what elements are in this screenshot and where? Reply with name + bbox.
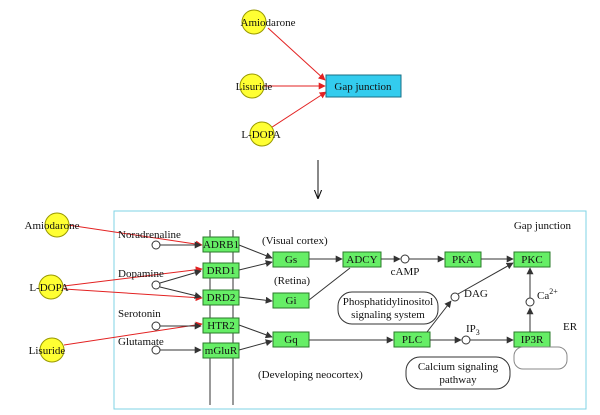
gene-label-plc: PLC [402,334,422,346]
ligand-label-serotonin: Serotonin [118,308,161,320]
edge-ldopa-gap-junction [262,91,327,134]
top-drug-node-ldopa [249,121,275,147]
compound-node-calcium [525,297,535,307]
pathway-panel [113,210,587,410]
gene-node-mglur [202,342,240,359]
compound-label-dag: DAG [464,288,488,300]
compound-label-ca-sup: 2+ [549,287,558,296]
ligand-node-glutamate [151,345,161,355]
ligand-label-glutamate: Glutamate [118,336,164,348]
phosphatidylinositol-label-line2: signaling system [351,309,425,321]
gap-junction-label: Gap junction [334,81,392,93]
ligand-label-noradrenaline: Noradrenaline [118,229,181,241]
gene-node-pkc [513,251,551,268]
drug-label-ldopa: L-DOPA [29,282,68,294]
edge-plc-dag [426,300,452,333]
gene-label-drd1: DRD1 [207,265,236,277]
gene-label-ip3r: IP3R [521,334,544,346]
ligands: Noradrenaline Dopamine Serotonin Glutama… [118,229,202,355]
gene-label-pka: PKA [452,254,474,266]
gene-label-mglur: mGluR [205,345,238,357]
ligand-node-dopamine [151,280,161,290]
edge-mglur-gq [238,339,273,351]
region-label-developing-neocortex: (Developing neocortex) [258,369,363,381]
calcium-signaling-box [405,356,511,390]
er-label: ER [563,321,578,333]
edge-drd1-gs [238,260,273,271]
drug-receptor-edges [63,224,203,346]
edge-ldopa-drd2 [63,288,203,302]
gene-label-htr2: HTR2 [207,320,235,332]
phosphatidylinositol-label-line1: Phosphatidylinositol [343,296,433,308]
drug-node-ldopa [38,274,64,300]
edge-adrb1-gs [238,244,273,259]
gene-label-adcy: ADCY [346,254,377,266]
compound-label-calcium: Ca2+ [537,287,558,302]
edge-dopamine-drd2 [159,286,202,299]
top-drug-node-lisuride [239,73,265,99]
gene-label-gi: Gi [286,295,297,307]
drug-node-amiodarone [44,212,70,238]
drug-node-lisuride [39,337,65,363]
gene-node-adrb1 [202,236,240,253]
edge-dag-pkc [457,262,514,295]
compound-label-ca-base: Ca [537,290,549,302]
ligand-node-serotonin [151,321,161,331]
calcium-signaling-label-line1: Calcium signaling [418,361,499,373]
gene-label-drd2: DRD2 [207,292,236,304]
gene-label-pkc: PKC [521,254,542,266]
edge-amiodarone-gap-junction [267,27,326,81]
edge-htr2-gq [238,324,273,339]
gap-junction-node [325,74,402,98]
gene-node-drd1 [202,262,240,279]
top-drug-node-amiodarone [241,9,267,35]
gene-label-gq: Gq [284,334,298,346]
receptor-gprotein-edges [238,244,273,351]
edge-gi-adcy-inhibit [308,267,351,301]
compound-label-ip3: IP3 [466,323,480,337]
gene-node-gi [272,292,310,309]
edge-drd2-gi [238,296,273,304]
compound-node-dag [450,292,460,302]
ligand-label-dopamine: Dopamine [118,268,164,280]
top-drug-label-amiodarone: Amiodarone [241,17,296,29]
phosphatidylinositol-system-box [337,291,439,325]
top-drug-label-lisuride: Lisuride [236,81,273,93]
edge-dopamine-drd1 [159,269,202,284]
edge-ldopa-drd1 [63,266,203,287]
ligand-node-noradrenaline [151,240,161,250]
region-label-visual-cortex: (Visual cortex) [262,235,328,247]
drug-label-lisuride: Lisuride [29,345,66,357]
compound-label-ip3-base: IP [466,323,476,335]
edge-amiodarone-adrb1 [67,224,203,248]
receptors: ADRB1 DRD1 DRD2 HTR2 mGluR [202,236,240,359]
region-label-retina: (Retina) [274,275,310,287]
top-drug-label-ldopa: L-DOPA [241,129,280,141]
drug-label-amiodarone: Amiodarone [25,220,80,232]
compound-label-camp: cAMP [391,266,420,278]
compound-node-ip3 [461,335,471,345]
calcium-signaling-label-line2: pathway [439,374,477,386]
compound-node-camp [400,254,410,264]
compound-label-ip3-sub: 3 [476,328,480,337]
gene-label-adrb1: ADRB1 [203,239,239,251]
top-drug-target-network: Amiodarone Lisuride L-DOPA Gap junction [236,9,402,147]
gene-label-gs: Gs [285,254,297,266]
er-compartment [513,346,568,370]
pathway-title: Gap junction [514,220,572,232]
edge-lisuride-htr2 [63,321,203,346]
